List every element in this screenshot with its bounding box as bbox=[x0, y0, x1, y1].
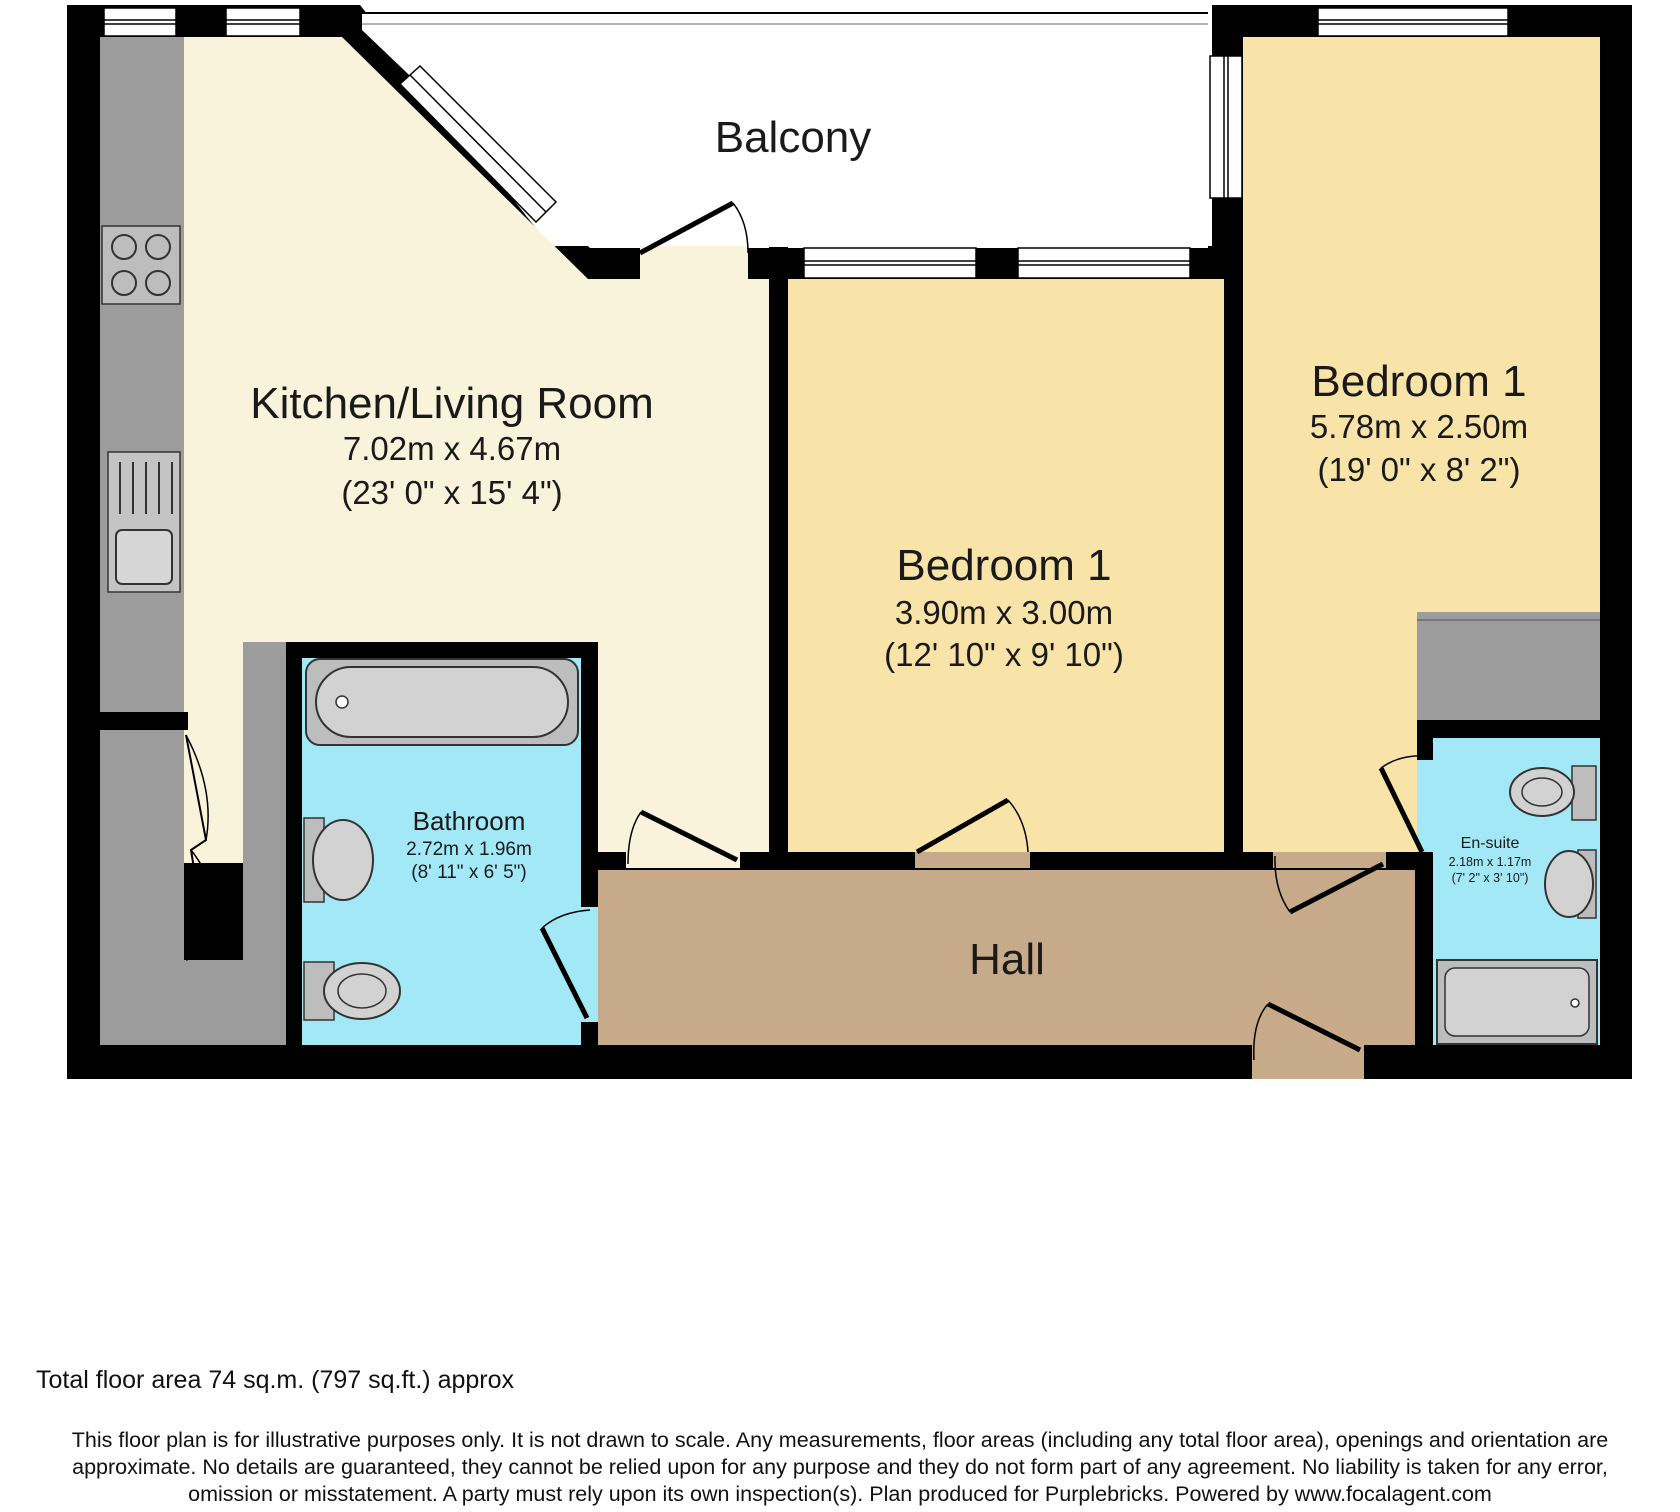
door-bathroom[interactable] bbox=[539, 907, 598, 1022]
bedroom-right-label: Bedroom 1 bbox=[1311, 357, 1526, 406]
front-door-threshold bbox=[1252, 1045, 1364, 1079]
kitchen-label: Kitchen/Living Room bbox=[250, 379, 654, 428]
door-ensuite[interactable] bbox=[1378, 755, 1433, 854]
disclaimer-line: omission or misstatement. A party must r… bbox=[188, 1482, 1492, 1506]
front-door[interactable] bbox=[1253, 1001, 1362, 1061]
kitchen-units-lower bbox=[100, 730, 184, 960]
total-floor-area: Total floor area 74 sq.m. (797 sq.ft.) a… bbox=[36, 1366, 515, 1394]
wardrobe bbox=[1417, 612, 1600, 720]
ensuite-toilet-icon bbox=[1509, 765, 1597, 821]
balcony-area bbox=[362, 12, 1208, 248]
ensuite-label: En-suite bbox=[1461, 835, 1520, 852]
bedroom-middle-metric: 3.90m x 3.00m bbox=[895, 594, 1113, 631]
ensuite-basin-icon bbox=[1544, 849, 1597, 919]
windows bbox=[103, 7, 1509, 279]
kitchen-worktop bbox=[100, 37, 184, 712]
hall-floor bbox=[598, 870, 1415, 1045]
sink-icon bbox=[107, 451, 181, 593]
door-bedroom-middle[interactable] bbox=[915, 797, 1030, 868]
bedroom-middle-floor bbox=[788, 279, 1224, 852]
ensuite-shower-icon bbox=[1436, 959, 1598, 1045]
ensuite-metric: 2.18m x 1.17m bbox=[1449, 855, 1532, 869]
bedroom-right-metric: 5.78m x 2.50m bbox=[1310, 408, 1528, 445]
bedroom-middle-imperial: (12' 10" x 9' 10") bbox=[884, 636, 1124, 673]
balcony-door[interactable] bbox=[638, 200, 749, 256]
hob-icon bbox=[101, 225, 181, 305]
door-bedroom-right[interactable] bbox=[1273, 852, 1386, 915]
hall-label: Hall bbox=[969, 935, 1045, 984]
basin-icon bbox=[303, 817, 374, 903]
kitchen-metric: 7.02m x 4.67m bbox=[343, 430, 561, 467]
disclaimer: This floor plan is for illustrative purp… bbox=[0, 1427, 1680, 1508]
internal-walls bbox=[100, 247, 1600, 1045]
bath-icon bbox=[305, 658, 579, 746]
door-kitchen-hall[interactable] bbox=[626, 809, 740, 868]
kitchen-units-bottom bbox=[100, 960, 250, 1045]
balcony-label: Balcony bbox=[715, 113, 872, 162]
cupboard-column bbox=[243, 642, 286, 1045]
bathroom-imperial: (8' 11" x 6' 5") bbox=[411, 862, 526, 883]
bathroom-label: Bathroom bbox=[413, 806, 526, 836]
bedroom-middle-label: Bedroom 1 bbox=[896, 541, 1111, 590]
toilet-icon bbox=[303, 961, 401, 1021]
bathroom-metric: 2.72m x 1.96m bbox=[406, 839, 532, 860]
disclaimer-line: approximate. No details are guaranteed, … bbox=[72, 1455, 1608, 1479]
ensuite-imperial: (7' 2" x 3' 10") bbox=[1452, 871, 1529, 885]
bedroom-right-imperial: (19' 0" x 8' 2") bbox=[1318, 451, 1521, 488]
kitchen-imperial: (23' 0" x 15' 4") bbox=[341, 474, 562, 511]
floor-plan: Balcony Kitchen/Living Room 7.02m x 4.67… bbox=[67, 5, 1632, 1079]
disclaimer-line: This floor plan is for illustrative purp… bbox=[71, 1428, 1609, 1452]
